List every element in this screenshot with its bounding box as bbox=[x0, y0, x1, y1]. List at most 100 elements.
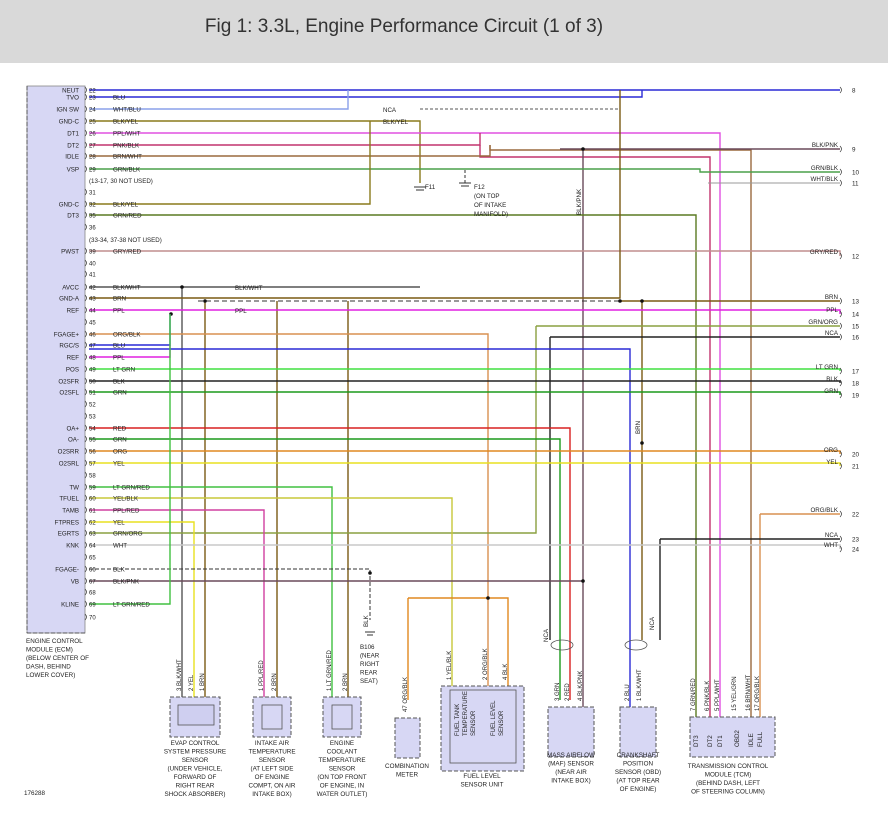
evap-sensor-element bbox=[177, 704, 215, 726]
wire-color-label: ORG bbox=[113, 448, 127, 455]
iat-label: SENSOR bbox=[259, 757, 286, 764]
ecm-pin-number: 60 bbox=[89, 496, 96, 502]
splice-dot bbox=[640, 441, 644, 445]
ecm-pin-number: 31 bbox=[89, 190, 96, 196]
ecm-pin-name: NEUT bbox=[62, 88, 79, 95]
ecm-pin-number: 56 bbox=[89, 449, 96, 455]
wire-color-label: PPL/RED bbox=[113, 507, 140, 514]
splice-label: (ON TOP bbox=[474, 193, 500, 200]
right-wire-label: YEL bbox=[826, 459, 838, 466]
figure-number: 176288 bbox=[24, 790, 46, 797]
pin-symbol bbox=[84, 152, 87, 160]
ecm-pin-number: 64 bbox=[89, 543, 96, 549]
tcm-inner-label: DT3 bbox=[693, 735, 700, 747]
ckp-label: POSITION bbox=[623, 761, 654, 768]
tcm-pin-label: 15 YEL/GRN bbox=[732, 676, 738, 711]
splice-dot bbox=[180, 285, 184, 289]
wire-color-label: BLK/WHT bbox=[113, 284, 141, 291]
wire-o2sfl bbox=[89, 391, 841, 395]
ecm-pin-number: 44 bbox=[89, 308, 96, 314]
ecm-label: DASH, BEHIND bbox=[26, 664, 71, 671]
ecm-pin-number: 28 bbox=[89, 154, 96, 160]
ecm-pin-number: 22 bbox=[89, 88, 96, 94]
splice-label: BLK/PNK bbox=[576, 188, 583, 215]
tcm-pin-label: 17 ORG/BLK bbox=[755, 676, 761, 711]
wire-color-label: BLK/YEL bbox=[113, 201, 139, 208]
right-wire-label: NCA bbox=[825, 532, 839, 539]
tcm-inner-label: DT2 bbox=[707, 735, 714, 747]
right-wire-label: GRN/ORG bbox=[808, 319, 838, 326]
ect-pin-label: 1 LT GRN/RED bbox=[327, 650, 333, 691]
splice-label: PPL bbox=[235, 308, 247, 315]
ecm-pin-number: 24 bbox=[89, 107, 96, 113]
wire-color-label: ORG/BLK bbox=[113, 331, 141, 338]
right-wire-label: GRN bbox=[824, 388, 838, 395]
splice-label: SEAT) bbox=[360, 678, 378, 685]
evap-label: SHOCK ABSORBER) bbox=[165, 791, 226, 798]
ckp-label: SENSOR (OBD) bbox=[615, 769, 661, 776]
ecm-pin-name: OA+ bbox=[66, 426, 79, 433]
evap-label: RIGHT REAR bbox=[176, 783, 215, 790]
iat-thermistor bbox=[261, 704, 283, 730]
wire-kline bbox=[89, 314, 171, 605]
ecm-pin-number: 39 bbox=[89, 249, 96, 255]
pin-symbol bbox=[84, 86, 87, 94]
ecm-pin-name: TAMB bbox=[62, 508, 79, 515]
ecm-pin-name: TVO bbox=[66, 95, 79, 102]
ecm-pin-name: TW bbox=[69, 485, 79, 492]
combo-label: METER bbox=[396, 772, 418, 779]
right-wire-label: GRN/BLK bbox=[811, 165, 839, 172]
ect-label: WATER OUTLET) bbox=[317, 791, 368, 798]
pin-symbol bbox=[84, 494, 87, 502]
tcm-label: OF STEERING COLUMN) bbox=[691, 789, 765, 796]
ecm-pin-number: 57 bbox=[89, 461, 96, 467]
pin-symbol bbox=[84, 424, 87, 432]
splice-label: BLK/WHT bbox=[235, 285, 263, 292]
ecm-pin-number: 50 bbox=[89, 379, 96, 385]
wire-color-label: PNK/BLK bbox=[113, 142, 140, 149]
right-connector-number: 17 bbox=[852, 369, 860, 376]
ecm-pin-number: 68 bbox=[89, 590, 96, 596]
pin-symbol bbox=[84, 211, 87, 219]
pin-symbol bbox=[84, 330, 87, 338]
maf-label: INTAKE BOX) bbox=[551, 778, 590, 785]
ecm-pin-number: 48 bbox=[89, 355, 96, 361]
ecm-pin-name: FGAGE- bbox=[55, 567, 79, 574]
wire-color-label: GRN bbox=[113, 389, 127, 396]
splice-label: BLK bbox=[363, 614, 370, 627]
splice-label: BLK/YEL bbox=[383, 119, 409, 126]
maf-label: (MAF) SENSOR bbox=[548, 761, 594, 768]
pin-symbol bbox=[84, 388, 87, 396]
wire-dt1 bbox=[89, 132, 721, 730]
right-wire-label: ORG/BLK bbox=[810, 507, 838, 514]
wire-color-label: BRN/WHT bbox=[113, 153, 142, 160]
fuel-pin-label: 1 YEL/BLK bbox=[447, 651, 453, 680]
pin-symbol bbox=[84, 306, 87, 314]
pin-symbol bbox=[84, 294, 87, 302]
ecm-pin-name: GND-C bbox=[59, 119, 80, 126]
right-wire-label: BLK bbox=[826, 376, 839, 383]
fuel-label: FUEL LEVEL bbox=[463, 773, 501, 780]
iat-pin-label: 2 BRN bbox=[272, 673, 278, 691]
fuel-inner-box bbox=[449, 689, 517, 764]
ecm-note: (13-17, 30 NOT USED) bbox=[89, 178, 153, 185]
ecm-pin-number: 49 bbox=[89, 367, 96, 373]
pin-symbol bbox=[84, 565, 87, 573]
wire-tfuel bbox=[89, 497, 453, 700]
splice-dot bbox=[203, 299, 207, 303]
wire-color-label: RED bbox=[113, 425, 127, 432]
wire-color-label: WHT bbox=[113, 542, 127, 549]
splice-label: OF INTAKE bbox=[474, 202, 506, 209]
ecm-pin-name: TFUEL bbox=[59, 496, 79, 503]
ecm-pin-name: IGN SW bbox=[56, 107, 79, 114]
pin-symbol bbox=[839, 367, 842, 375]
wire-o2sfr bbox=[89, 380, 841, 383]
iat-label: INTAKE AIR bbox=[255, 740, 290, 747]
fuel-inner-label: SENSOR bbox=[499, 710, 505, 736]
ecm-pin-name: PWST bbox=[61, 249, 79, 256]
evap-pin-label: 1 BRN bbox=[200, 673, 206, 691]
pin-symbol bbox=[84, 577, 87, 585]
ecm-pin-name: POS bbox=[66, 367, 79, 374]
pin-symbol bbox=[839, 545, 842, 553]
